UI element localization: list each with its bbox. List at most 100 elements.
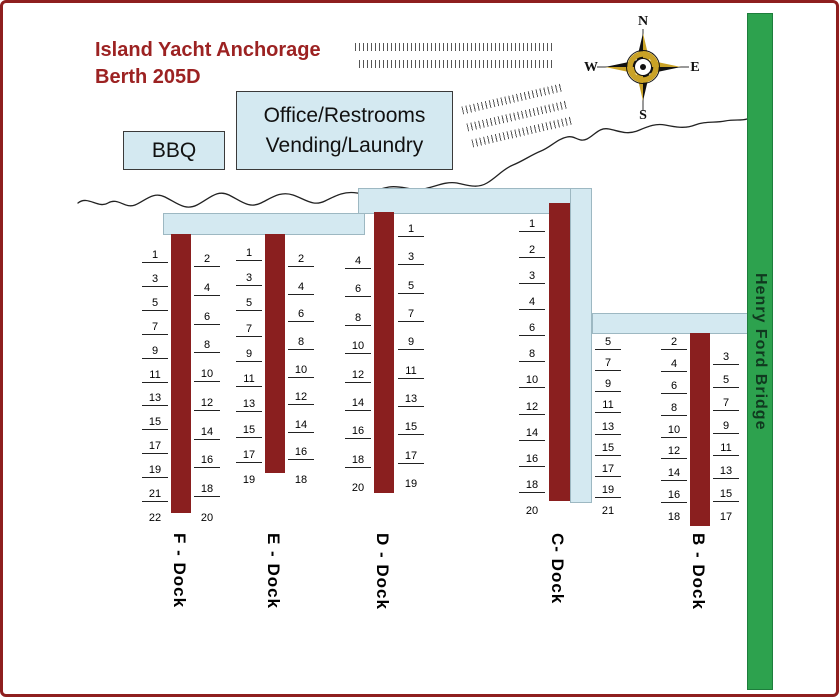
slip-number: 14: [519, 427, 545, 441]
slip-number: 10: [345, 340, 371, 355]
slip-number: 22: [148, 511, 162, 524]
slip-number: 16: [194, 454, 220, 469]
title-line1: Island Yacht Anchorage: [95, 39, 321, 61]
slip-number: 9: [142, 345, 168, 359]
slip-number: 14: [288, 419, 314, 433]
title-line2: Berth 205D: [95, 66, 201, 88]
slip-number: 17: [719, 510, 733, 523]
bridge-label: Henry Ford Bridge: [752, 272, 769, 431]
slip-number: 7: [713, 397, 739, 411]
slip-number: 3: [519, 270, 545, 285]
slip-number: 16: [288, 446, 314, 461]
slip-number: 13: [713, 465, 739, 480]
slip-number: 8: [345, 312, 371, 326]
slip-number: 19: [142, 464, 168, 479]
slip-number: 17: [142, 440, 168, 455]
slip-number: 8: [661, 402, 687, 416]
slip-number: 11: [595, 399, 621, 414]
bbq-building: BBQ: [123, 131, 225, 170]
compass-rose-icon: N E S W: [584, 15, 700, 121]
slip-number: 11: [142, 369, 168, 383]
slip-number: 10: [661, 424, 687, 438]
slip-number: 9: [713, 420, 739, 434]
slip-number: 1: [398, 223, 424, 237]
slip-number: 5: [595, 336, 621, 350]
slip-number: 5: [713, 374, 739, 388]
slip-number: 18: [194, 483, 220, 498]
slip-number: 13: [236, 398, 262, 413]
slip-number: 6: [345, 283, 371, 298]
compass-south-label: S: [639, 108, 647, 121]
b-dock-walkway: [592, 313, 748, 334]
slip-number: 18: [294, 474, 308, 486]
slip-number: 12: [288, 391, 314, 406]
slip-number: 12: [345, 369, 371, 383]
dock-f-pier: [171, 234, 191, 513]
dock-d-pier: [374, 212, 394, 493]
slip-number: 6: [661, 380, 687, 394]
dock-c-label: C- Dock: [548, 533, 567, 605]
slip-number: 14: [661, 467, 687, 482]
slip-number: 13: [142, 392, 168, 407]
slip-number: 18: [667, 511, 681, 523]
slip-number: 6: [288, 308, 314, 323]
slip-number: 4: [345, 255, 371, 269]
slip-number: 10: [519, 374, 545, 389]
dock-e-pier: [265, 234, 285, 473]
slip-number: 7: [595, 357, 621, 372]
slip-number: 11: [236, 373, 262, 388]
slip-number: 18: [345, 454, 371, 468]
office-building-text: Office/Restrooms Vending/Laundry: [264, 101, 426, 161]
slip-number: 9: [236, 348, 262, 362]
slip-number: 14: [345, 397, 371, 411]
slip-number: 8: [519, 348, 545, 363]
compass-outer-ring: [626, 50, 660, 84]
compass-west-label: W: [584, 60, 598, 75]
slip-number: 15: [713, 488, 739, 503]
dock-b-label: B - Dock: [689, 533, 708, 610]
slip-number: 12: [194, 397, 220, 411]
slip-number: 12: [519, 401, 545, 415]
compass-center-dot: [640, 64, 646, 70]
slip-number: 2: [519, 244, 545, 259]
compass-gold-ring: [627, 51, 659, 83]
compass-north-label: N: [638, 15, 648, 29]
main-walkway-lower: [163, 213, 365, 235]
office-building: Office/Restrooms Vending/Laundry: [236, 91, 453, 170]
slip-number: 15: [236, 424, 262, 438]
slip-number: 3: [236, 272, 262, 287]
slip-number: 9: [595, 378, 621, 393]
dock-f-label: F - Dock: [170, 533, 189, 609]
henry-ford-bridge: Henry Ford Bridge: [747, 13, 773, 690]
slip-number: 19: [242, 473, 256, 486]
slip-number: 17: [236, 449, 262, 463]
slip-number: 4: [194, 282, 220, 296]
map-title: Island Yacht Anchorage Berth 205D: [95, 37, 321, 91]
breakwater-hatch-top: [355, 43, 552, 51]
slip-number: 19: [404, 477, 418, 490]
slip-number: 12: [661, 445, 687, 460]
slip-number: 4: [519, 296, 545, 311]
slip-number: 1: [142, 249, 168, 263]
compass-east-label: E: [690, 60, 699, 75]
slip-number: 11: [398, 365, 424, 379]
slip-number: 10: [194, 368, 220, 383]
slip-number: 10: [288, 364, 314, 378]
dock-e-label: E - Dock: [264, 533, 283, 610]
slip-number: 4: [288, 281, 314, 295]
slip-number: 8: [194, 339, 220, 354]
office-line1: Office/Restrooms: [263, 103, 426, 127]
slip-number: 18: [519, 479, 545, 493]
slip-number: 8: [288, 336, 314, 350]
slip-number: 17: [595, 463, 621, 477]
slip-number: 15: [595, 442, 621, 456]
breakwater-hatch-bottom: [359, 60, 552, 68]
slip-number: 6: [194, 311, 220, 325]
slip-number: 2: [288, 253, 314, 267]
slip-number: 16: [345, 425, 371, 440]
